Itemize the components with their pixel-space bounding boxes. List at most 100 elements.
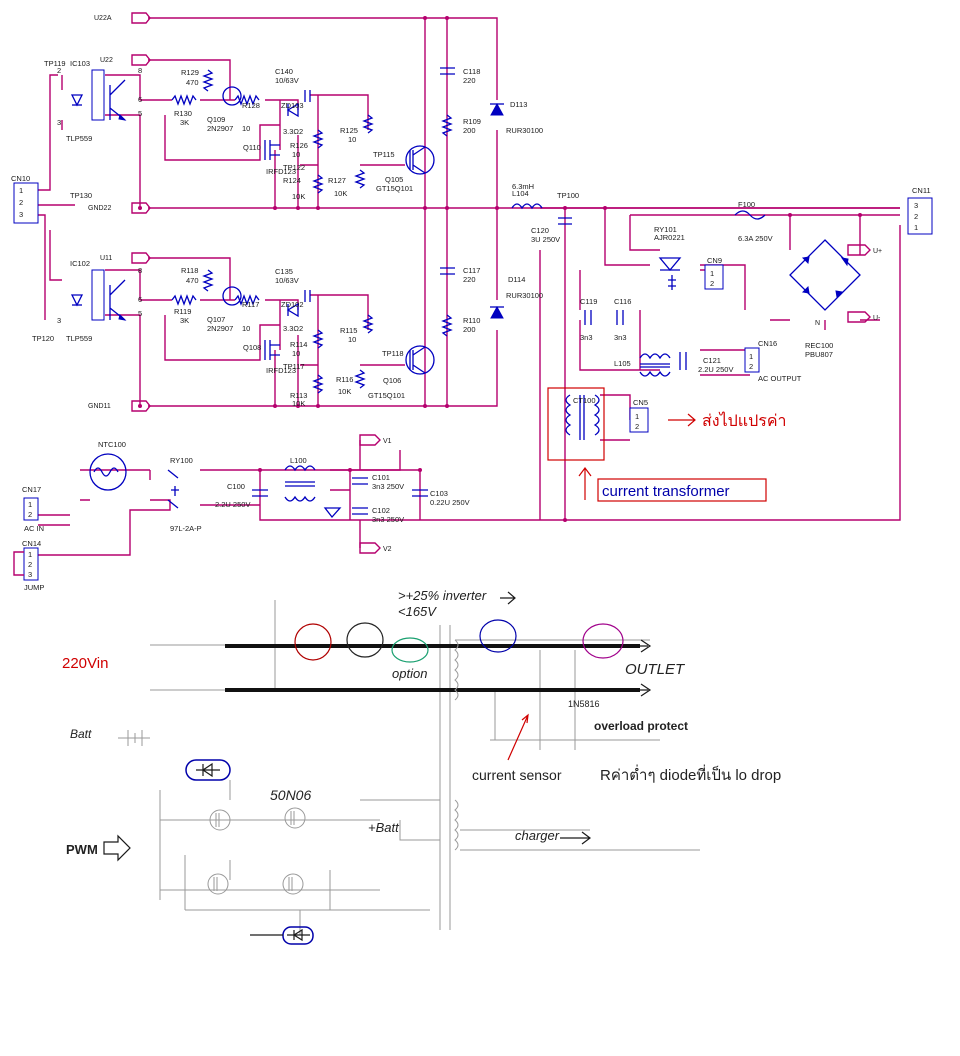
svg-text:CN10: CN10 xyxy=(11,174,30,183)
resistor-r128 xyxy=(234,94,260,106)
annotation-thai-r-note: Rค่าต่ำๆ diodeที่เป็น lo drop xyxy=(600,764,781,784)
label-r116: R116 xyxy=(336,375,353,384)
label-r113-value: 10K xyxy=(292,399,305,408)
svg-text:2: 2 xyxy=(749,362,753,371)
capacitor-c100 xyxy=(252,489,268,497)
label-ct100: CT100 xyxy=(573,396,596,405)
upper-schematic-wires xyxy=(38,17,901,556)
diode-d113 xyxy=(490,102,504,116)
label-r127-value: 10K xyxy=(334,189,347,198)
connector-cn14: CN14 123 JUMP xyxy=(13,539,44,592)
svg-text:JUMP: JUMP xyxy=(24,583,44,592)
resistor-r110 xyxy=(441,314,453,337)
current-sensor-arrow xyxy=(507,713,529,761)
label-q107-value: 2N2907 xyxy=(207,324,233,333)
label-c118-value: 220 xyxy=(463,76,476,85)
svg-text:CN16: CN16 xyxy=(758,339,777,348)
annotation-voltage-note: <165V xyxy=(398,604,437,619)
svg-text:2: 2 xyxy=(635,422,639,431)
transformer-l105 xyxy=(639,353,671,377)
label-c120-value: 3U 250V xyxy=(531,235,560,244)
svg-text:CN9: CN9 xyxy=(707,256,722,265)
relay-ry101 xyxy=(658,257,682,290)
choke-l100 xyxy=(284,465,316,502)
svg-text:2: 2 xyxy=(28,510,32,519)
annotation-1n5816: 1N5816 xyxy=(568,699,600,709)
resistor-r114 xyxy=(312,329,324,349)
resistor-r118 xyxy=(202,269,214,292)
label-r118-value: 470 xyxy=(186,276,199,285)
svg-text:2: 2 xyxy=(57,66,61,75)
mosfet-sketch-1 xyxy=(209,809,231,831)
svg-text:AC OUTPUT: AC OUTPUT xyxy=(758,374,802,383)
igbt-q106 xyxy=(405,345,435,375)
label-r119: R119 xyxy=(174,307,191,316)
svg-text:3: 3 xyxy=(914,201,918,210)
connector-cn11: CN11 321 xyxy=(907,186,933,235)
mosfet-q108 xyxy=(264,340,280,360)
label-d113-value: RUR30100 xyxy=(506,126,543,135)
capacitor-c116 xyxy=(616,310,624,325)
svg-text:2: 2 xyxy=(710,279,714,288)
capacitor-c135 xyxy=(304,290,311,302)
label-zd102: ZD102 xyxy=(281,300,304,309)
label-q106: Q106 xyxy=(383,376,401,385)
label-r115: R115 xyxy=(340,326,357,335)
svg-text:3: 3 xyxy=(19,210,23,219)
label-q106-value: GT15Q101 xyxy=(368,391,405,400)
label-r128: R128 xyxy=(242,101,260,110)
svg-text:5: 5 xyxy=(138,109,142,118)
ground-symbol xyxy=(323,507,342,519)
svg-text:8: 8 xyxy=(138,66,142,75)
capacitor-c119 xyxy=(584,310,592,325)
label-r124: R124 xyxy=(283,176,301,185)
inverter-arrow xyxy=(500,591,516,605)
annotation-charger: charger xyxy=(515,828,560,843)
label-r114-value: 10 xyxy=(292,349,300,358)
resistor-r109 xyxy=(441,114,453,137)
connector-cn17: CN17 12 AC IN xyxy=(22,485,44,533)
label-q107: Q107 xyxy=(207,315,225,324)
svg-text:CN11: CN11 xyxy=(912,186,931,195)
label-tp130: TP130 xyxy=(70,191,92,200)
net-n: N xyxy=(815,320,820,327)
label-r125: R125 xyxy=(340,126,358,135)
net-u-plus: U+ xyxy=(873,248,882,255)
svg-text:3: 3 xyxy=(57,316,61,325)
connector-cn10: CN10 123 xyxy=(11,174,39,224)
label-c116: C116 xyxy=(614,297,631,306)
label-l104-value: 6.3mH xyxy=(512,182,534,191)
label-r117-value: 10 xyxy=(242,324,250,333)
svg-text:3: 3 xyxy=(28,570,32,579)
capacitor-c103 xyxy=(412,489,428,497)
label-c118: C118 xyxy=(463,67,480,76)
ct-label-box xyxy=(597,478,767,502)
label-c101: C101 xyxy=(372,473,390,482)
label-q108: Q108 xyxy=(243,343,261,352)
diode-box-bottom xyxy=(250,926,314,945)
resistor-r119 xyxy=(171,294,197,306)
annotation-batt: Batt xyxy=(70,727,92,741)
svg-text:6: 6 xyxy=(138,295,142,304)
label-zd102-value: 3.3Ω2 xyxy=(283,324,303,333)
label-q105: Q105 xyxy=(385,175,403,184)
label-tlp559-a: TLP559 xyxy=(66,134,92,143)
label-q109-value: 2N2907 xyxy=(207,124,233,133)
resistor-r117 xyxy=(234,294,260,306)
label-r127: R127 xyxy=(328,176,346,185)
svg-text:2: 2 xyxy=(914,212,918,221)
annotation-batt-plus: +Batt xyxy=(368,820,400,835)
label-zd103-value: 3.3Ω2 xyxy=(283,127,303,136)
relay-contact-circles xyxy=(294,619,624,663)
annotation-option: option xyxy=(392,666,427,681)
label-tp119: TP119 xyxy=(44,59,66,68)
label-c135: C135 xyxy=(275,267,293,276)
net-u22a: U22A xyxy=(94,15,112,22)
label-r124-value: 10K xyxy=(292,192,305,201)
optocoupler-ic103 xyxy=(70,69,127,121)
label-c135-value: 10/63V xyxy=(275,276,299,285)
label-d114-value: RUR30100 xyxy=(506,291,543,300)
label-c119: C119 xyxy=(580,297,597,306)
arrow-to-ct xyxy=(578,467,592,500)
